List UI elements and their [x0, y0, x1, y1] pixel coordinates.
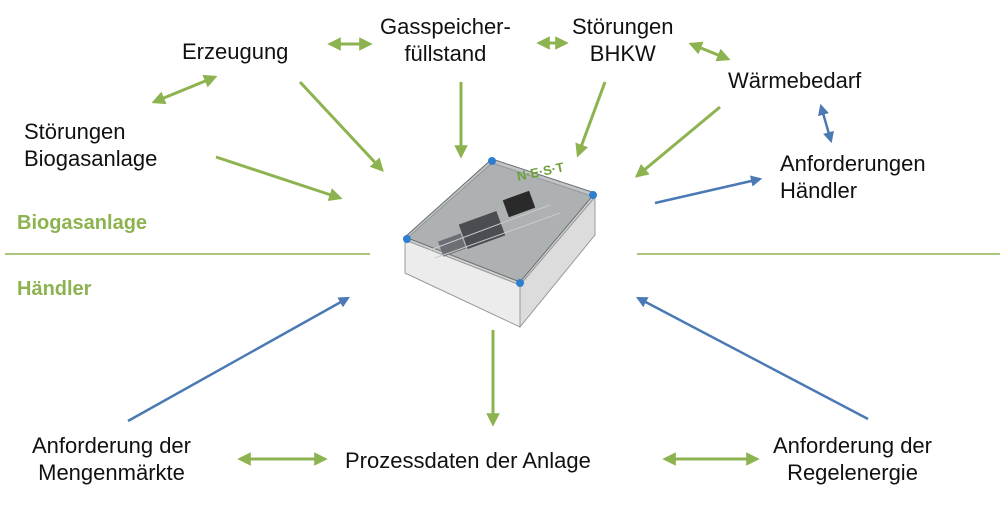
arrow-waerme-haendler: [818, 103, 834, 144]
arrow-device-to-haendler: [654, 175, 763, 205]
arrow-bhkw-waerme: [688, 41, 731, 62]
label-waermebedarf: Wärmebedarf: [728, 68, 862, 93]
label-stoerungen-biogasanlage: Störungen Biogasanlage: [24, 119, 158, 171]
label-stoerungen-bhkw: Störungen BHKW: [572, 14, 674, 66]
arrow-mengen-to-device: [127, 296, 350, 423]
arrow-waerme-to-device: [634, 105, 721, 178]
label-anforderungen-haendler: Anforderungen Händler: [780, 151, 926, 203]
arrow-erzeugung-biogas: [151, 74, 218, 105]
section-label-haendler: Händler: [17, 278, 92, 300]
label-anforderung-regelenergie: Anforderung der Regelenergie: [773, 433, 932, 485]
arrow-erzeugung-to-device: [298, 80, 384, 172]
label-prozessdaten: Prozessdaten der Anlage: [345, 448, 591, 473]
arrow-biogas-to-device: [215, 155, 343, 202]
control-box-device: N·E·S·T: [403, 157, 597, 329]
label-gasspeicherfuellstand: Gasspeicher- füllstand: [380, 14, 511, 66]
label-anforderung-mengenmaerkte: Anforderung der Mengenmärkte: [32, 433, 191, 485]
section-label-biogasanlage: Biogasanlage: [17, 212, 148, 234]
label-erzeugung: Erzeugung: [182, 39, 289, 64]
arrow-bhkw-to-device: [575, 81, 607, 158]
arrow-regel-to-device: [636, 296, 869, 421]
